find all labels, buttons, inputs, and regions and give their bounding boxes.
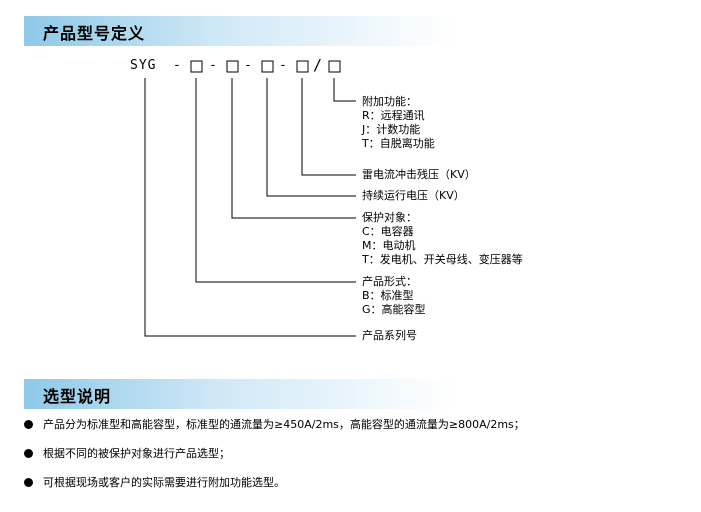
- code-box-2: [226, 60, 239, 73]
- list-item-text: 根据不同的被保护对象进行产品选型；: [43, 447, 230, 460]
- leader-series: [144, 78, 356, 337]
- desc-protected-item: T：发电机、开关母线、变压器等: [362, 253, 523, 266]
- desc-form-item: B：标准型: [362, 289, 414, 302]
- list-item-text: 产品分为标准型和高能容型，标准型的通流量为≥450A/2ms，高能容型的通流量为…: [43, 418, 525, 431]
- selection-notes-list: 产品分为标准型和高能容型，标准型的通流量为≥450A/2ms，高能容型的通流量为…: [24, 417, 684, 504]
- desc-form-title: 产品形式：: [362, 275, 417, 288]
- list-item: 可根据现场或客户的实际需要进行附加功能选型。: [24, 475, 684, 504]
- code-box-1: [190, 60, 203, 73]
- code-dash-2: -: [209, 58, 218, 73]
- desc-continuous-voltage: 持续运行电压（KV）: [362, 189, 465, 202]
- desc-product-form: 产品形式： B：标准型 G：高能容型: [362, 275, 426, 317]
- list-item: 产品分为标准型和高能容型，标准型的通流量为≥450A/2ms，高能容型的通流量为…: [24, 417, 684, 446]
- section-title: 选型说明: [43, 387, 112, 406]
- code-dash-1: -: [173, 58, 182, 73]
- desc-accessory: 附加功能： R：远程通讯 J：计数功能 T：自脱离功能: [362, 95, 435, 151]
- desc-protected-item: M：电动机: [362, 239, 416, 252]
- bullet-dot-icon: [24, 449, 33, 458]
- section-title: 产品型号定义: [43, 24, 146, 43]
- code-box-3: [261, 60, 274, 73]
- list-item: 根据不同的被保护对象进行产品选型；: [24, 446, 684, 475]
- model-prefix: SYG: [130, 58, 157, 73]
- bullet-dot-icon: [24, 420, 33, 429]
- code-box-4: [296, 60, 309, 73]
- leader-lightning: [301, 78, 356, 176]
- bullet-dot-icon: [24, 478, 33, 487]
- code-box-5: [328, 60, 341, 73]
- leader-accessory: [333, 78, 356, 102]
- desc-accessory-item: R：远程通讯: [362, 109, 425, 122]
- leader-form: [195, 78, 356, 283]
- desc-series: 产品系列号: [362, 329, 417, 342]
- leader-protected: [231, 78, 356, 219]
- desc-accessory-item: J：计数功能: [362, 123, 421, 136]
- desc-accessory-title: 附加功能：: [362, 95, 417, 108]
- section-header-selection-notes: 选型说明: [24, 379, 454, 409]
- desc-form-item: G：高能容型: [362, 303, 426, 316]
- model-code-diagram: SYG - - - - / 附加功能： R：远程通讯 J：计数功能 T：自脱离功…: [130, 56, 523, 342]
- list-item-text: 可根据现场或客户的实际需要进行附加功能选型。: [43, 476, 285, 489]
- diagram-lines: [144, 60, 356, 337]
- desc-protected-object: 保护对象： C：电容器 M：电动机 T：发电机、开关母线、变压器等: [362, 211, 523, 267]
- section-header-model-definition: 产品型号定义: [24, 16, 454, 46]
- desc-protected-item: C：电容器: [362, 225, 414, 238]
- code-slash: /: [313, 56, 324, 74]
- desc-lightning-residual: 雷电流冲击残压（KV）: [362, 168, 476, 181]
- desc-protected-title: 保护对象：: [362, 211, 417, 224]
- desc-accessory-item: T：自脱离功能: [362, 137, 435, 150]
- leader-voltage: [266, 78, 356, 197]
- code-dash-4: -: [279, 58, 288, 73]
- code-dash-3: -: [244, 58, 253, 73]
